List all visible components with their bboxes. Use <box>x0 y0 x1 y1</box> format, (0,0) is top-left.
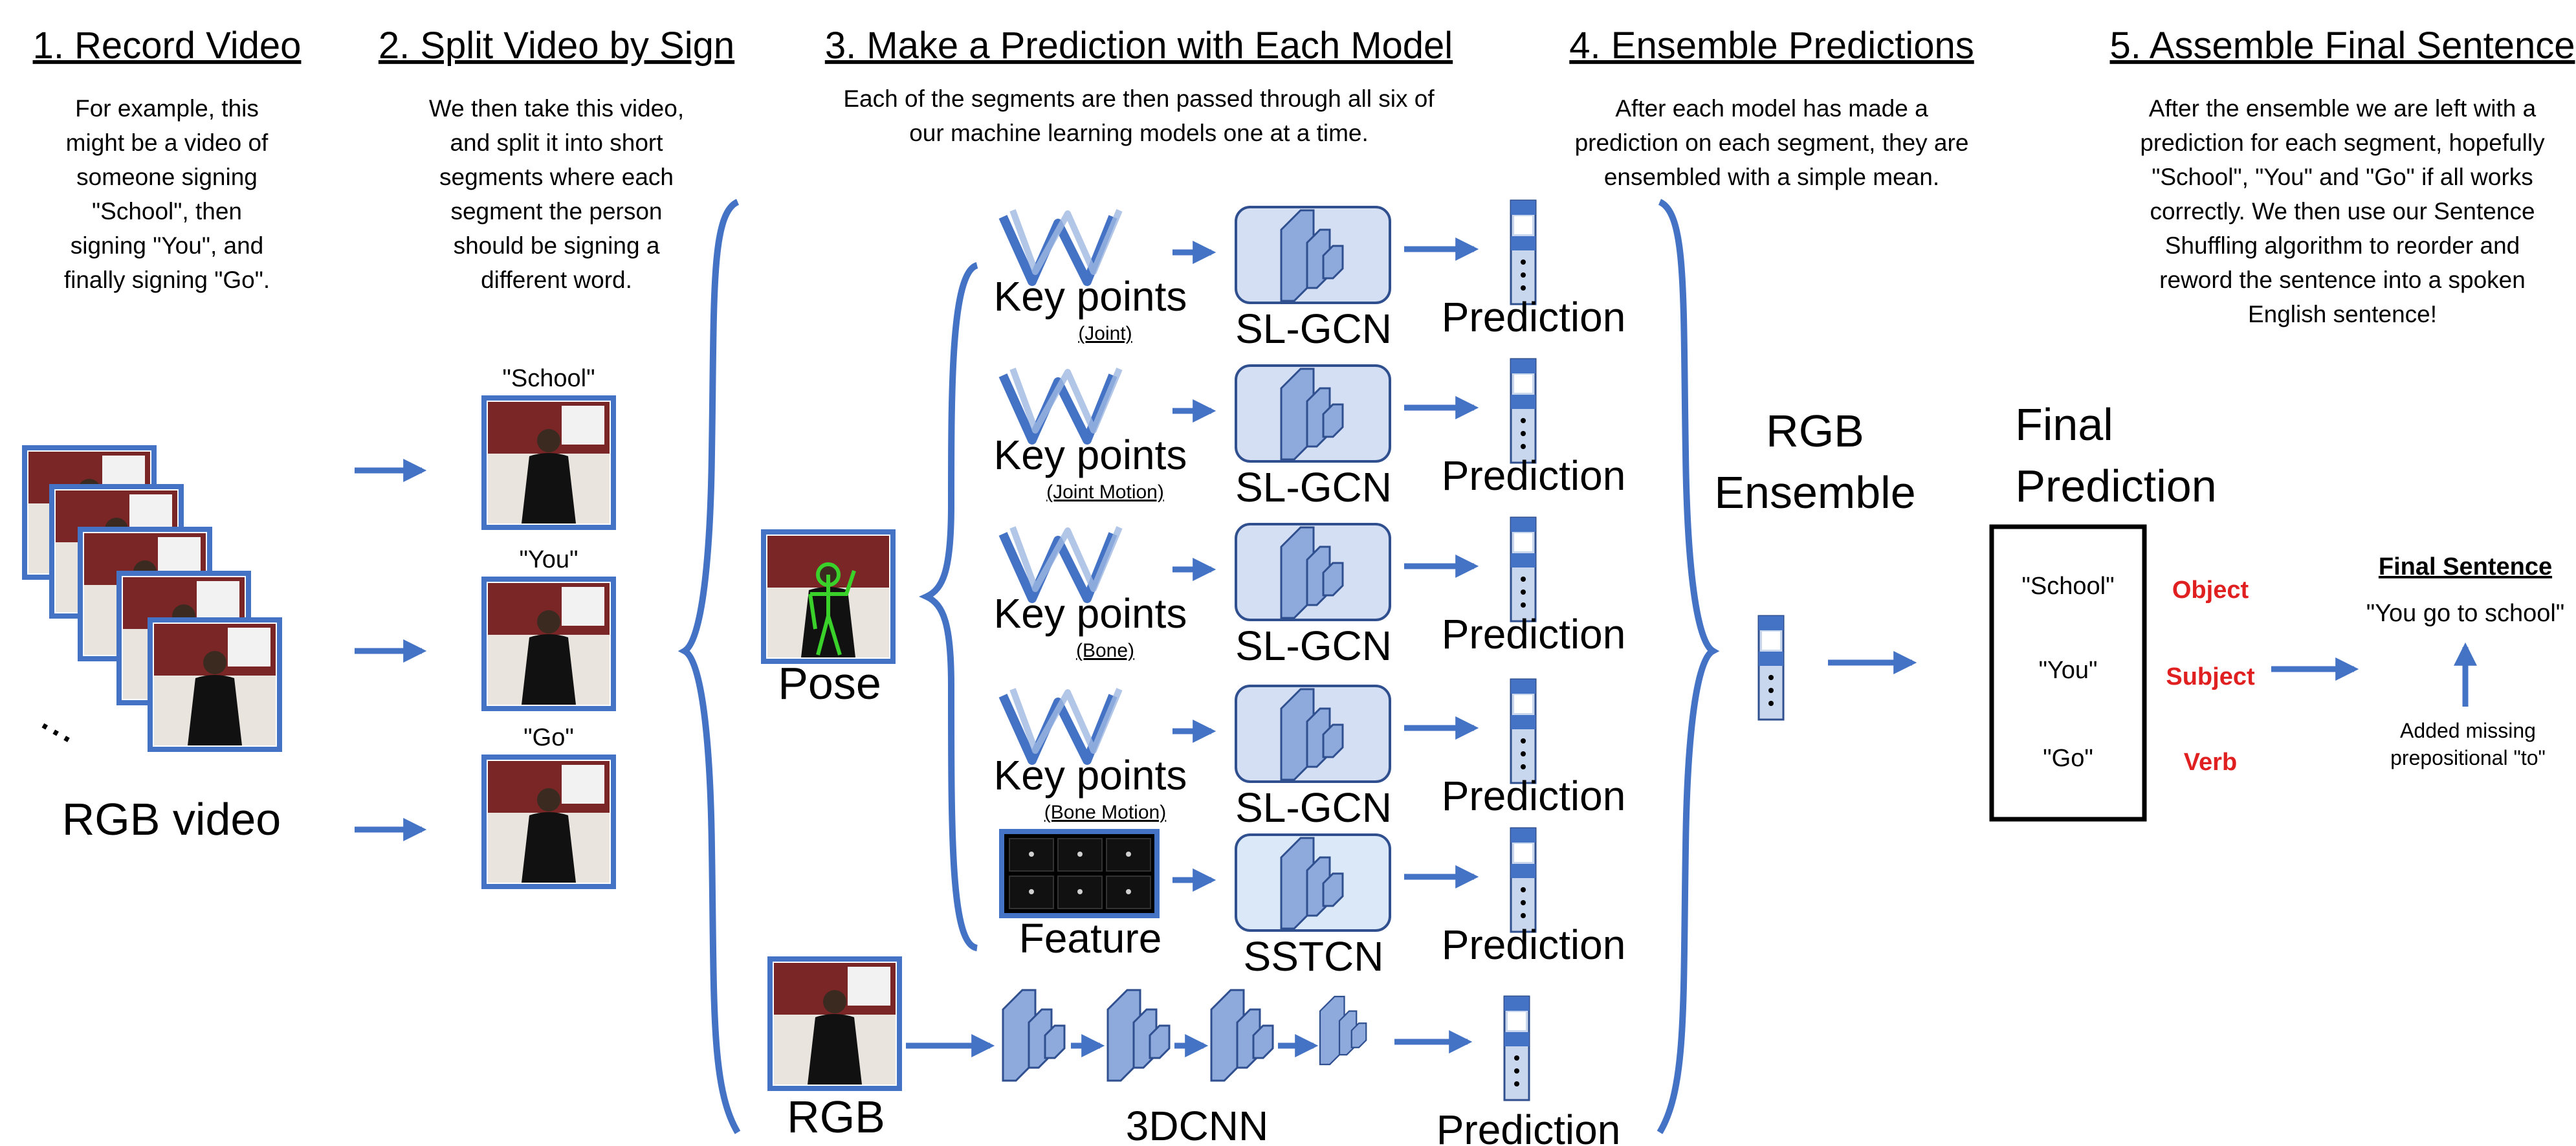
model-name: SL-GCN <box>1235 305 1392 352</box>
step-1-desc-line: someone signing <box>76 164 258 190</box>
step-2-desc-line: segment the person <box>450 198 662 225</box>
final-prediction-title-line2: Prediction <box>2015 461 2216 511</box>
model-name: SL-GCN <box>1235 464 1392 511</box>
segment-frame <box>484 579 613 709</box>
final-word: "You" <box>2038 657 2097 684</box>
keypoints-icon <box>1003 527 1119 599</box>
step-5-desc-line: English sentence! <box>2248 301 2437 327</box>
step-2-desc-line: should be signing a <box>454 232 660 259</box>
step-5-desc-line: After the ensemble we are left with a <box>2149 95 2537 122</box>
note-line-1: Added missing <box>2400 719 2536 742</box>
step-5-desc-line: reword the sentence into a spoken <box>2159 267 2526 293</box>
ensemble-title-line1: RGB <box>1766 406 1864 456</box>
word-role: Object <box>2172 577 2249 604</box>
models-left-brace <box>677 199 741 1134</box>
rgb-video-label: RGB video <box>62 794 281 844</box>
final-word: "Go" <box>2043 745 2093 772</box>
pose-brace <box>919 262 979 951</box>
final-sentence-text: "You go to school" <box>2366 600 2565 627</box>
model-input-label: Feature <box>1019 915 1162 962</box>
prediction-bar <box>1510 678 1537 784</box>
prediction-bar <box>1510 358 1537 464</box>
prediction-label: Prediction <box>1442 294 1626 340</box>
final-word: "School" <box>2021 573 2114 600</box>
model-input-label: Key points <box>994 590 1187 637</box>
model-name: SSTCN <box>1244 933 1384 980</box>
segment-label: "School" <box>502 365 595 392</box>
model-input-label: Key points <box>994 752 1187 799</box>
final-prediction-box <box>1989 524 2147 822</box>
model-row: Key points (Joint) SL-GCN Prediction <box>994 199 1626 352</box>
prediction-bar <box>1510 827 1537 933</box>
step-3-title: 3. Make a Prediction with Each Model <box>825 25 1453 67</box>
model-input-label: Key points <box>994 432 1187 478</box>
final-prediction-title-line1: Final <box>2015 399 2113 450</box>
step-5-desc-line: correctly. We then use our Sentence <box>2150 198 2535 225</box>
ensemble-prediction-bar <box>1757 615 1785 721</box>
step-2-desc-line: different word. <box>481 267 632 293</box>
prediction-bar <box>1510 516 1537 623</box>
prediction-label: Prediction <box>1442 452 1626 499</box>
rgb-input-label: RGB <box>787 1092 885 1142</box>
model-input-sublabel: (Bone Motion) <box>1044 802 1166 823</box>
word-role: Verb <box>2184 749 2237 776</box>
segment-frame <box>484 757 613 887</box>
step-2-title: 2. Split Video by Sign <box>379 25 734 67</box>
3dcnn-prediction-label: Prediction <box>1437 1107 1621 1146</box>
pose-label: Pose <box>778 658 881 709</box>
step-4-desc-line: After each model has made a <box>1615 95 1928 122</box>
segment-label: "Go" <box>523 724 574 751</box>
model-row: Key points (Bone Motion) SL-GCN Prediction <box>994 678 1626 831</box>
keypoints-icon <box>1003 210 1119 281</box>
feature-grid <box>999 829 1160 918</box>
ensemble-title-line2: Ensemble <box>1714 467 1915 518</box>
prediction-bar <box>1510 199 1537 305</box>
model-name: SL-GCN <box>1235 784 1392 831</box>
models-right-brace <box>1657 199 1720 1134</box>
step-3-desc-line: our machine learning models one at a tim… <box>909 120 1369 146</box>
model-name: SL-GCN <box>1235 623 1392 669</box>
3dcnn-label: 3DCNN <box>1126 1103 1268 1146</box>
model-input-sublabel: (Joint) <box>1078 323 1132 344</box>
model-input-sublabel: (Bone) <box>1076 640 1134 661</box>
split-arrows <box>355 459 427 841</box>
prediction-label: Prediction <box>1442 773 1626 819</box>
step-5-title: 5. Assemble Final Sentence <box>2110 25 2575 67</box>
model-row: Key points (Joint Motion) SL-GCN Prediction <box>994 358 1626 511</box>
word-role: Subject <box>2166 663 2255 690</box>
segment-label: "You" <box>519 546 578 573</box>
step-2-desc-line: segments where each <box>439 164 674 190</box>
step-5-desc-line: Shuffling algorithm to reorder and <box>2165 232 2520 259</box>
ellipsis: ... <box>34 690 92 753</box>
step-1-desc-line: signing "You", and <box>71 232 264 259</box>
prediction-label: Prediction <box>1442 611 1626 657</box>
segment-frame <box>484 398 613 527</box>
model-input-sublabel: (Joint Motion) <box>1046 481 1164 503</box>
final-sentence-title: Final Sentence <box>2379 553 2552 580</box>
step-4-title: 4. Ensemble Predictions <box>1569 25 1974 67</box>
model-row: Feature SSTCN Prediction <box>999 827 1626 980</box>
step-1-desc-line: "School", then <box>92 198 242 225</box>
step-1-desc-line: might be a video of <box>66 129 269 156</box>
keypoints-icon <box>1003 369 1119 440</box>
step-5-desc-line: prediction for each segment, hopefully <box>2140 129 2545 156</box>
note-line-2: prepositional "to" <box>2390 746 2546 769</box>
step-2-desc-line: and split it into short <box>450 129 663 156</box>
step-4-desc-line: prediction on each segment, they are <box>1575 129 1969 156</box>
model-input-label: Key points <box>994 273 1187 320</box>
step-4-desc-line: ensembled with a simple mean. <box>1604 164 1939 190</box>
step-5-desc-line: "School", "You" and "Go" if all works <box>2152 164 2533 190</box>
step-1-desc-line: finally signing "Go". <box>64 267 270 293</box>
keypoints-icon <box>1003 689 1119 760</box>
step-2-desc-line: We then take this video, <box>429 95 684 122</box>
step-3-desc-line: Each of the segments are then passed thr… <box>843 85 1435 112</box>
3dcnn-blocks <box>906 989 1530 1101</box>
step-1-title: 1. Record Video <box>33 25 302 67</box>
model-row: Key points (Bone) SL-GCN Prediction <box>994 516 1626 669</box>
step-1-desc-line: For example, this <box>75 95 259 122</box>
prediction-label: Prediction <box>1442 921 1626 968</box>
